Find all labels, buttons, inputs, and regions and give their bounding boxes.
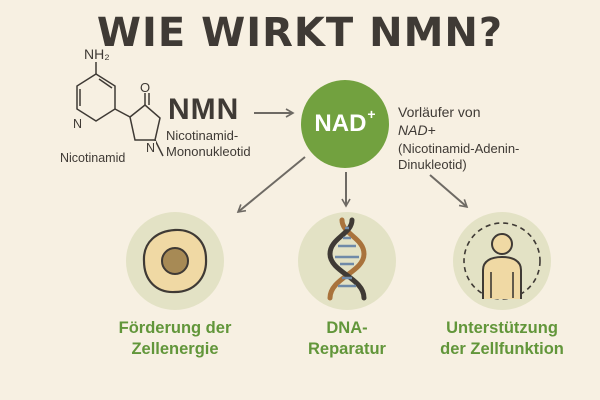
effect-cellfunction-line1: Unterstützung bbox=[446, 319, 558, 337]
nad-superscript: + bbox=[367, 106, 376, 122]
nad-description-line4: Dinukleotid) bbox=[398, 157, 467, 172]
oxygen-label: O bbox=[140, 80, 151, 95]
nad-label: NAD bbox=[314, 110, 367, 137]
effect-circle-energy bbox=[126, 212, 224, 310]
human-body-icon bbox=[463, 222, 541, 300]
dna-icon bbox=[327, 217, 367, 301]
effect-energy-line1: Förderung der bbox=[118, 319, 232, 337]
nad-description-line1: Vorläufer von bbox=[398, 104, 481, 120]
page-title: WIE WIRKT NMN? bbox=[96, 10, 504, 56]
effect-energy-line2: Zellenergie bbox=[131, 340, 219, 358]
nmn-subtitle-line1: Nicotinamid- bbox=[166, 128, 239, 143]
nad-circle: NAD+ bbox=[301, 80, 389, 168]
nmn-subtitle-line2: Mononukleotid bbox=[166, 144, 251, 159]
arrow-to-energy bbox=[236, 156, 306, 214]
effect-dna-line2: Reparatur bbox=[308, 340, 386, 358]
amine-label: NH₂ bbox=[84, 46, 110, 62]
effect-dna-line1: DNA- bbox=[326, 319, 368, 337]
pyrrolidine-ring bbox=[129, 93, 164, 157]
pyridine-ring bbox=[76, 62, 131, 122]
nmn-name: NMN bbox=[168, 93, 240, 126]
effect-cellfunction-line2: der Zellfunktion bbox=[440, 340, 564, 358]
pyridine-n-label: N bbox=[72, 117, 84, 131]
arrow-to-cellfunction bbox=[429, 174, 469, 209]
pyrrolidine-n-label: N bbox=[145, 141, 157, 155]
cell-icon bbox=[142, 228, 208, 294]
nad-description-line3: (Nicotinamid-Adenin- bbox=[398, 141, 520, 156]
effect-circle-dna bbox=[298, 212, 396, 310]
nicotinamid-label: Nicotinamid bbox=[60, 151, 126, 165]
effect-circle-cellfunction bbox=[453, 212, 551, 310]
nad-description-line2: NAD+ bbox=[398, 122, 436, 138]
